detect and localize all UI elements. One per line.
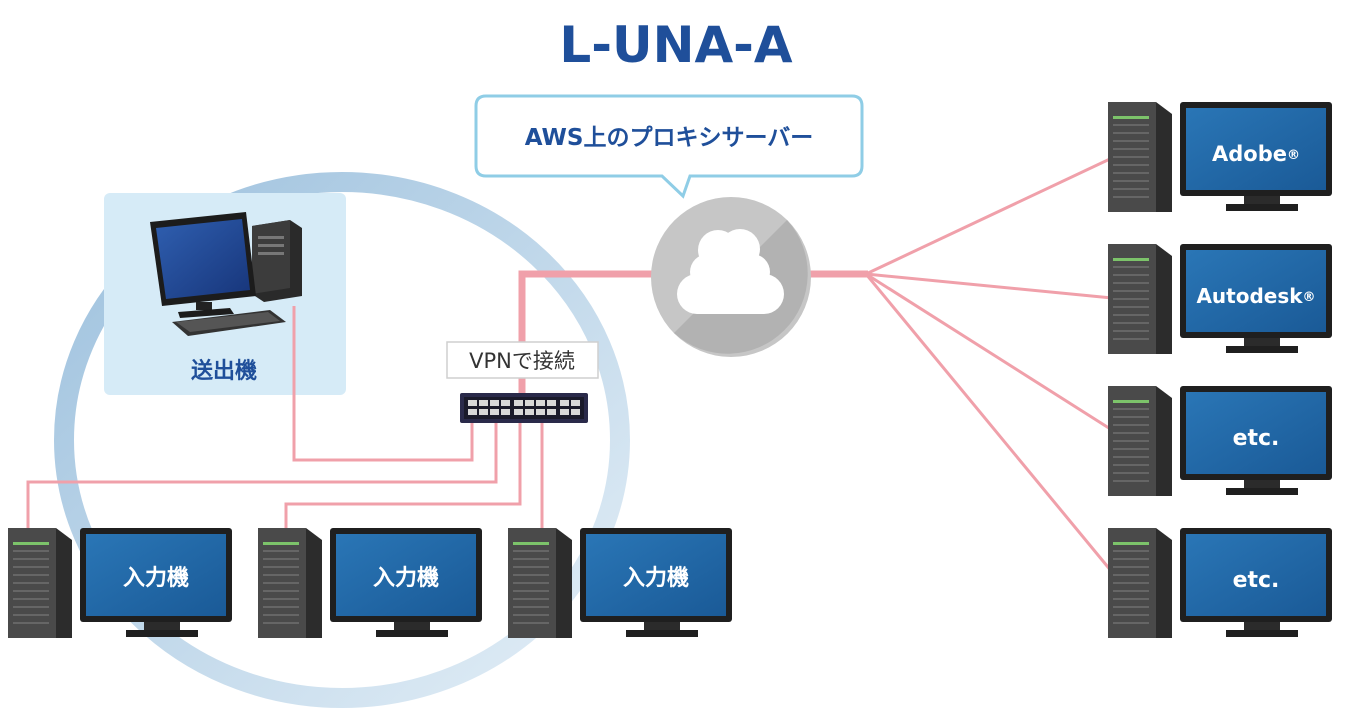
input-machine-3-label: 入力機: [623, 566, 689, 591]
service-adobe: Adobe®: [1108, 102, 1332, 212]
link-sender: [292, 306, 474, 462]
service-etc-1: etc.: [1108, 386, 1332, 496]
link-autodesk: [865, 272, 1113, 300]
service-etc-2-icon: [1108, 528, 1332, 638]
input-machine-1-icon: [8, 528, 232, 638]
link-input-1: [26, 422, 498, 528]
service-autodesk: Autodesk®: [1108, 244, 1332, 354]
local-network-ring: [54, 172, 630, 708]
input-machine-3: 入力機: [508, 528, 732, 638]
diagram-title: L-UNA-A: [559, 16, 793, 74]
input-machine-2-label: 入力機: [373, 566, 439, 591]
input-machine-2-icon: [258, 528, 482, 638]
service-etc-1-icon: [1108, 386, 1332, 496]
vpn-label: VPNで接続: [469, 349, 575, 373]
service-etc-1-label: etc.: [1233, 426, 1280, 451]
input-machine-2: 入力機: [258, 528, 482, 638]
input-machine-3-icon: [508, 528, 732, 638]
sender-label: 送出機: [191, 358, 257, 384]
input-machine-1-label: 入力機: [123, 566, 189, 591]
input-machine-1: 入力機: [8, 528, 232, 638]
vpn-label-box: VPNで接続: [446, 341, 599, 379]
service-adobe-label: Adobe®: [1212, 142, 1300, 166]
link-input-2: [284, 422, 522, 528]
link-etc-1: [865, 272, 1113, 432]
link-adobe: [865, 156, 1113, 276]
sender-pc-icon: [150, 212, 302, 336]
service-autodesk-label: Autodesk®: [1196, 284, 1315, 308]
service-etc-2: etc.: [1108, 528, 1332, 638]
network-switch-icon: [460, 393, 588, 423]
link-etc-2: [864, 273, 1114, 573]
service-etc-2-label: etc.: [1233, 568, 1280, 593]
proxy-label: AWS上のプロキシサーバー: [525, 125, 813, 151]
proxy-server-icon: [651, 197, 811, 357]
proxy-bubble: AWS上のプロキシサーバー: [474, 94, 864, 199]
